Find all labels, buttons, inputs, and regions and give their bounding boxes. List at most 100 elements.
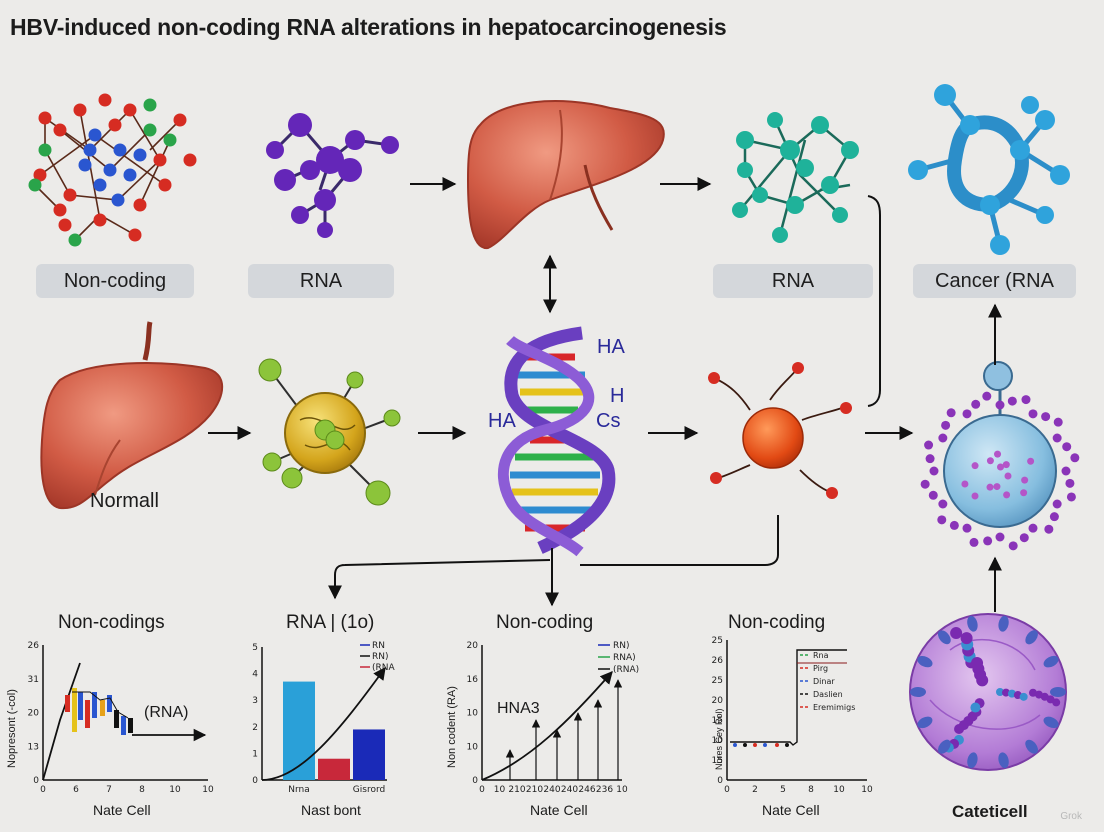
chart3-xtick: 210 <box>526 785 543 795</box>
chart3-legend-label: RNA) <box>613 653 636 663</box>
chart1-ytick: 0 <box>33 776 39 786</box>
chart4-legend-label: Dinar <box>813 677 835 686</box>
chart1-xtick: 10 <box>169 785 181 795</box>
label-rna: RNA <box>248 264 394 298</box>
chart4-point <box>763 743 767 747</box>
cancer-rna-molecule-icon <box>908 84 1070 255</box>
chart3-xlabel: Nate Cell <box>530 802 588 818</box>
chart1-ylabel: Nopresont (-col) <box>6 689 18 768</box>
chart4-ytick: 15 <box>712 716 723 726</box>
chart4-ytick: 20 <box>712 696 724 706</box>
chart3-annotation: HNA3 <box>497 700 540 717</box>
chart3-title: Non-coding <box>496 612 594 633</box>
chart1-bar <box>92 692 97 718</box>
flow-arrows <box>208 177 1002 612</box>
chart4-xtick: 5 <box>780 785 786 795</box>
chart1-xtick: 10 <box>202 785 214 795</box>
chart4-ytick: 15 <box>712 756 723 766</box>
chart2-ytick: 4 <box>252 670 258 680</box>
chart1-bar <box>107 695 112 712</box>
chart3-xtick: 10 <box>616 785 628 795</box>
hbv-virus-cell-icon <box>258 358 401 506</box>
chart2-ytick: 2 <box>252 723 258 733</box>
watermark: Grok <box>1060 811 1082 822</box>
teal-rna-molecule-icon <box>732 112 859 243</box>
chart3-xtick: 210 <box>508 785 525 795</box>
noncoding-molecule-icon <box>28 93 197 247</box>
chart2-trend-line <box>261 666 386 781</box>
chart2-legend-label: RN <box>372 641 385 651</box>
label-cancer-rna: Cancer (RNA <box>913 264 1076 298</box>
chart1-ytick: 13 <box>28 742 39 752</box>
dna-helix-icon <box>497 326 616 557</box>
rna-molecule-icon <box>266 113 399 238</box>
chart4-ytick: 25 <box>712 676 723 686</box>
chart4-point <box>733 743 737 747</box>
chart1-xtick: 8 <box>139 785 145 795</box>
label-noncoding: Non-coding <box>36 264 194 298</box>
cancer-cell-label: Cateticell <box>952 802 1028 821</box>
chart3-xtick: 240 <box>561 785 578 795</box>
chart1-series-line-2 <box>72 691 129 719</box>
chart1-xtick: 6 <box>73 785 79 795</box>
chart2-category-label: Nrna <box>288 785 310 795</box>
chart2-ytick: 1 <box>252 749 258 759</box>
chart4-xtick: 10 <box>833 785 845 795</box>
chart1-ytick: 31 <box>28 675 39 685</box>
chart4-xtick: 10 <box>861 785 873 795</box>
chart2-bar <box>283 681 315 780</box>
chart4-title: Non-coding <box>728 612 826 633</box>
chart4-ytick: 25 <box>712 636 723 646</box>
chart1-bar <box>114 710 119 728</box>
chart4-point <box>743 743 747 747</box>
chart4-point <box>775 743 779 747</box>
chart1-xlabel: Nate Cell <box>93 802 151 818</box>
chart4-ylabel: Nnres Cey Rol) <box>714 708 724 770</box>
chart3-ytick: 20 <box>467 641 479 651</box>
chart3-xtick: 236 <box>596 785 613 795</box>
helix-label-cs: Cs <box>596 410 621 432</box>
chart2-ytick: 3 <box>252 696 258 706</box>
chart1-title: Non-codings <box>58 612 165 633</box>
chart3-legend-label: RN) <box>613 641 630 651</box>
chart4-xtick: 0 <box>724 785 730 795</box>
chart3-ytick: 10 <box>467 742 479 752</box>
chart2-legend-label: (RNA <box>372 663 395 673</box>
chart3-ytick: 16 <box>467 675 479 685</box>
chart3-legend-label: (RNA) <box>613 665 639 675</box>
chart2-bar <box>353 729 385 780</box>
chart1-bar <box>65 695 70 712</box>
chart2-ytick: 0 <box>252 776 258 786</box>
infected-cell-icon <box>920 361 1080 551</box>
chart4-xtick: 8 <box>808 785 814 795</box>
helix-label-ha-top: HA <box>597 336 625 358</box>
chart1-bar <box>121 716 126 735</box>
chart2-bar <box>318 758 350 780</box>
chart1-bar <box>85 700 90 728</box>
chart1-series-line <box>42 662 81 781</box>
cancer-cell-icon <box>909 613 1067 771</box>
chart2-title: RNA | (1o) <box>286 612 375 633</box>
helix-label-ha-left: HA <box>488 410 516 432</box>
chart1-ytick: 20 <box>28 709 40 719</box>
chart4-ytick: 0 <box>717 776 723 786</box>
chart3-xtick: 246 <box>578 785 595 795</box>
page-title: HBV-induced non-coding RNA alterations i… <box>10 14 727 40</box>
chart2-ytick: 5 <box>252 643 258 653</box>
liver-icon-normal <box>40 321 224 510</box>
chart1-bar <box>100 700 105 716</box>
chart3-xtick: 10 <box>494 785 506 795</box>
chart4-xtick: 2 <box>752 785 758 795</box>
chart4-point <box>753 743 757 747</box>
chart4-legend-label: Eremimigs <box>813 703 855 712</box>
chart4-ytick: 10 <box>712 736 724 746</box>
label-normal: Normall <box>90 490 159 512</box>
label-rna-2: RNA <box>713 264 873 298</box>
helix-label-h: H <box>610 385 625 407</box>
chart3-xtick: 0 <box>479 785 485 795</box>
chart4-legend-label: Daslien <box>813 690 843 699</box>
tumor-molecule-icon <box>708 362 852 499</box>
chart1-annotation: (RNA) <box>144 704 189 721</box>
chart2-legend-label: RN) <box>372 652 389 662</box>
